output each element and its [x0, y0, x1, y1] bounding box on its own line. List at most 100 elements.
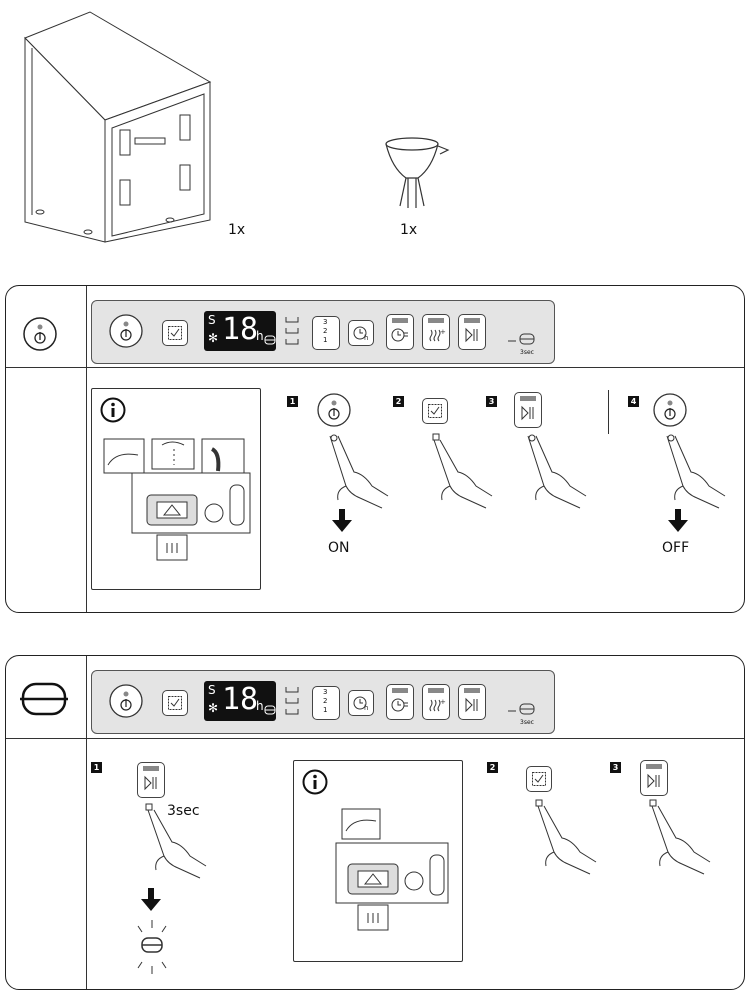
- program-button-icon: [526, 766, 552, 792]
- step-separator: [608, 390, 609, 434]
- multitab-button[interactable]: 3 2 1: [312, 686, 340, 720]
- step-number: 1: [287, 396, 298, 407]
- rinse-indicator: ✻: [208, 331, 219, 345]
- info-icon: [302, 769, 328, 795]
- play-pause-icon: [465, 697, 478, 713]
- program-button[interactable]: [162, 690, 188, 716]
- start-led: [646, 764, 662, 769]
- control-panel: S ✻ 18 h 3 2 1 h + 3sec: [91, 300, 555, 364]
- extra-dry-button[interactable]: +: [422, 684, 450, 720]
- reset-icon: [20, 682, 68, 716]
- step-number: 4: [628, 396, 639, 407]
- extra-dry-led: [428, 318, 444, 323]
- clock-icon: h: [353, 696, 368, 712]
- play-pause-icon: [521, 405, 534, 421]
- timesaver-icon: [391, 698, 408, 712]
- checkbox-icon: [168, 326, 182, 340]
- program-button[interactable]: [162, 320, 188, 346]
- start-pause-button-icon: [640, 760, 668, 796]
- timesaver-icon: [391, 328, 408, 342]
- display: S ✻ 18 h: [204, 681, 276, 721]
- pressing-hand-icon: [145, 803, 207, 879]
- funnel-quantity: 1x: [400, 222, 418, 238]
- step-number: 2: [393, 396, 404, 407]
- checkbox-icon: [532, 772, 546, 786]
- reset-indicator-icon: [508, 333, 535, 345]
- multitab-button[interactable]: 3 2 1: [312, 316, 340, 350]
- level-1: 1: [323, 706, 328, 714]
- display-digits: 18: [222, 312, 259, 347]
- level-2: 2: [323, 697, 328, 705]
- steam-icon: +: [429, 698, 446, 712]
- power-button[interactable]: [108, 313, 144, 349]
- appliance-quantity: 1x: [228, 222, 246, 238]
- control-panel: S ✻ 18 h 3 2 1 h + 3sec: [91, 670, 555, 734]
- svg-text:h: h: [364, 334, 368, 342]
- timesaver-button[interactable]: [386, 314, 414, 350]
- section-divider: [86, 656, 87, 989]
- timesaver-led: [392, 688, 408, 693]
- row-divider: [6, 367, 744, 368]
- row-divider: [6, 738, 744, 739]
- level-indicator: [285, 317, 299, 345]
- level-indicator: [285, 687, 299, 715]
- pressing-hand-icon: [649, 799, 711, 875]
- timesaver-led: [392, 318, 408, 323]
- delay-button[interactable]: h: [348, 690, 374, 716]
- play-pause-icon: [465, 327, 478, 343]
- detergent-dispenser-illustration: [103, 438, 251, 561]
- hold-duration-label: 3sec: [167, 803, 200, 819]
- level-2: 2: [323, 327, 328, 335]
- reset-indicator-icon: [508, 703, 535, 715]
- display-unit: h: [256, 329, 264, 343]
- power-button-icon: [653, 393, 687, 427]
- info-box: [91, 388, 261, 590]
- timesaver-button[interactable]: [386, 684, 414, 720]
- start-led: [464, 318, 480, 323]
- svg-text:+: +: [440, 698, 446, 706]
- level-1: 1: [323, 336, 328, 344]
- checkbox-icon: [428, 404, 442, 418]
- pressing-hand-icon: [535, 799, 597, 875]
- detergent-dispenser-illustration: [335, 808, 449, 931]
- salt-indicator: S: [208, 313, 216, 327]
- step-number: 3: [486, 396, 497, 407]
- start-pause-button-icon: [137, 762, 165, 798]
- three-sec-label: 3sec: [520, 719, 534, 726]
- display-digits: 18: [222, 682, 259, 717]
- eco-indicator-icon: [264, 705, 276, 715]
- arrow-down-icon: [668, 509, 688, 532]
- display-unit: h: [256, 699, 264, 713]
- arrow-down-icon: [141, 888, 161, 911]
- start-led: [464, 688, 480, 693]
- start-pause-button[interactable]: [458, 314, 486, 350]
- step-number: 3: [610, 762, 621, 773]
- on-label: ON: [328, 540, 350, 556]
- display: S ✻ 18 h: [204, 311, 276, 351]
- pressing-hand-icon: [666, 434, 726, 509]
- step-number: 2: [487, 762, 498, 773]
- extra-dry-led: [428, 688, 444, 693]
- clock-icon: h: [353, 326, 368, 342]
- steam-icon: +: [429, 328, 446, 342]
- svg-text:h: h: [364, 704, 368, 712]
- power-button-icon: [317, 393, 351, 427]
- extra-dry-button[interactable]: +: [422, 314, 450, 350]
- pressing-hand-icon: [432, 433, 493, 509]
- pressing-hand-icon: [527, 434, 587, 509]
- power-button[interactable]: [108, 683, 144, 719]
- level-3: 3: [323, 688, 328, 696]
- play-pause-icon: [647, 773, 660, 789]
- start-led: [520, 396, 536, 401]
- delay-button[interactable]: h: [348, 320, 374, 346]
- start-led: [143, 766, 159, 771]
- funnel-icon: [385, 137, 450, 208]
- program-button-icon: [422, 398, 448, 424]
- start-pause-button-icon: [514, 392, 542, 428]
- dishwasher-illustration: [24, 11, 212, 243]
- arrow-down-icon: [332, 509, 352, 532]
- power-icon: [23, 317, 57, 351]
- three-sec-label: 3sec: [520, 349, 534, 356]
- pressing-hand-icon: [329, 434, 389, 509]
- start-pause-button[interactable]: [458, 684, 486, 720]
